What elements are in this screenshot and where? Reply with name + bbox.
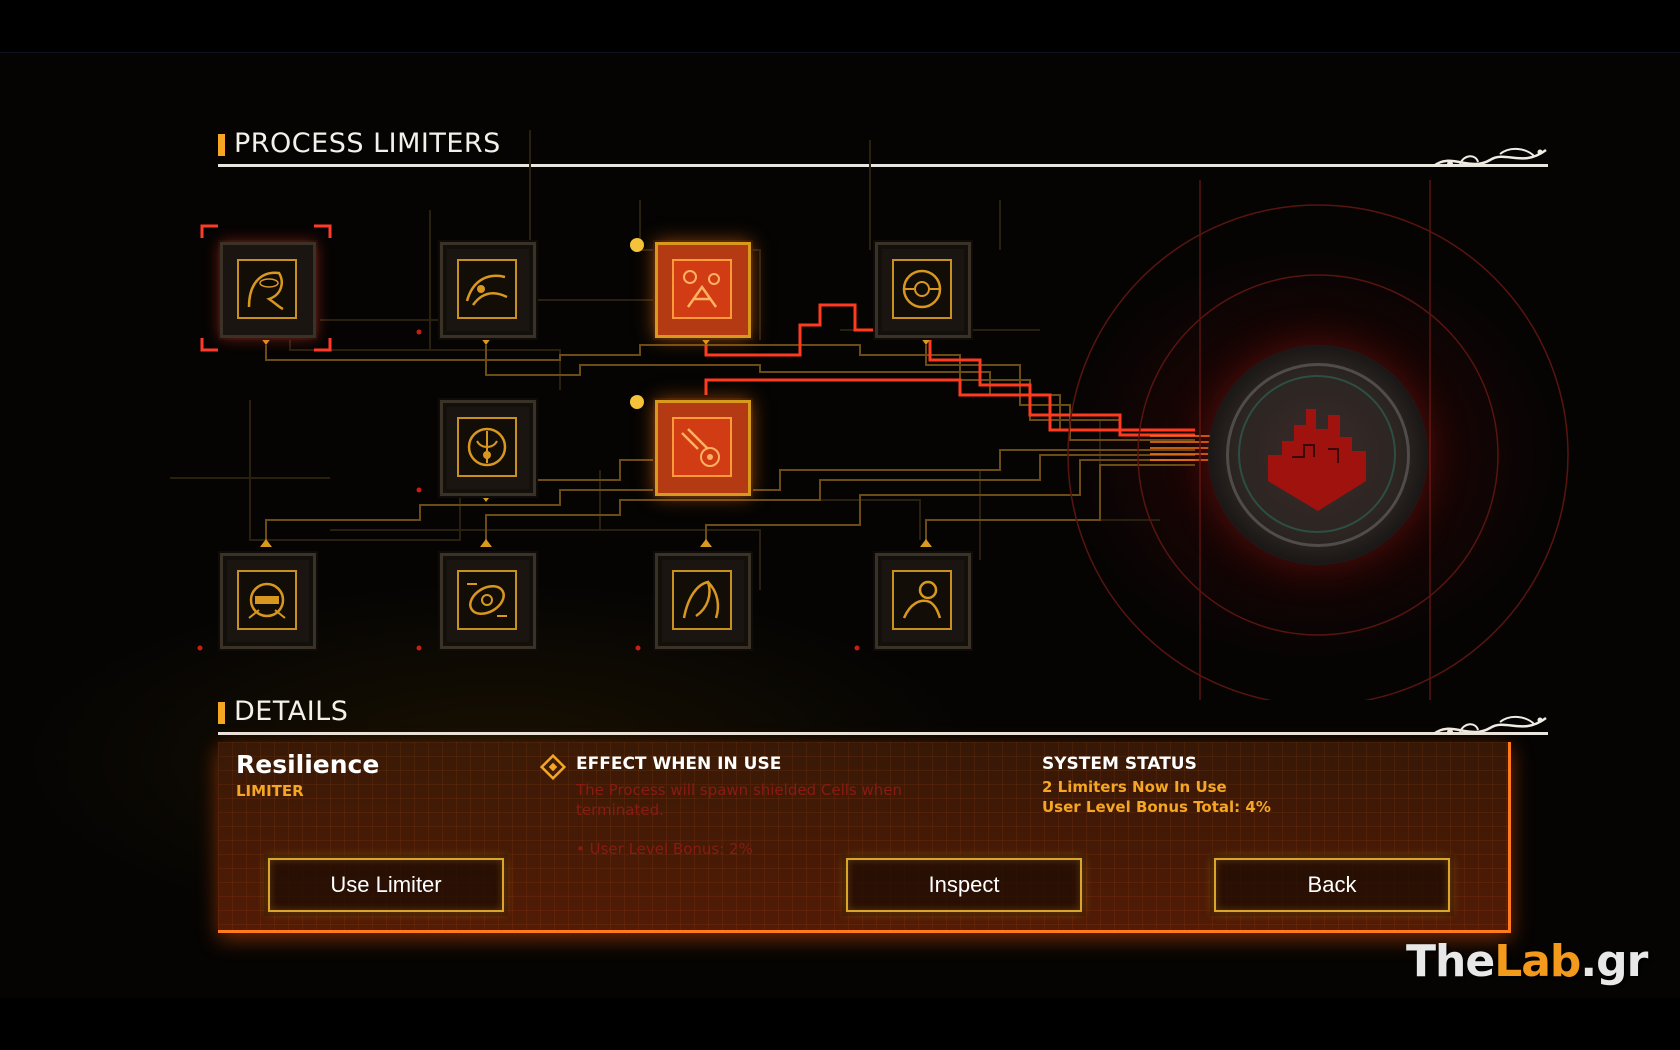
watermark-part-3: .gr (1580, 936, 1648, 987)
limiter-glyph-icon (672, 570, 732, 630)
limiter-glyph-icon (457, 417, 517, 477)
limiter-node-6[interactable] (655, 400, 751, 496)
core-halo (1067, 180, 1569, 700)
limiter-glyph-icon (892, 259, 952, 319)
item-name: Resilience (236, 750, 380, 779)
details-title: DETAILS (234, 696, 349, 727)
system-status-title: SYSTEM STATUS (1042, 754, 1197, 774)
details-header: DETAILS (218, 696, 1548, 736)
limiter-node-7[interactable] (220, 553, 316, 649)
status-limiters-in-use: 2 Limiters Now In Use (1042, 778, 1227, 796)
effect-diamond-icon (540, 754, 566, 780)
limiter-glyph-icon (237, 570, 297, 630)
header-accent-bar (218, 702, 225, 724)
core-ring (1226, 363, 1410, 547)
core-structure-icon (1268, 409, 1366, 511)
red-indicator-dots (197, 329, 860, 651)
letterbox-top (0, 0, 1680, 53)
limiter-glyph-icon (457, 570, 517, 630)
back-button[interactable]: Back (1214, 858, 1450, 912)
ornament-icon (1433, 148, 1547, 168)
limiter-glyph-icon (672, 417, 732, 477)
selection-brackets (200, 224, 332, 352)
watermark: TheLab.gr (1406, 936, 1648, 987)
item-type: LIMITER (236, 782, 304, 800)
process-core (1208, 345, 1428, 565)
limiter-node-9[interactable] (655, 553, 751, 649)
header-divider-line (218, 732, 1548, 735)
process-limiters-header: PROCESS LIMITERS (218, 128, 1548, 168)
inspect-button[interactable]: Inspect (846, 858, 1082, 912)
letterbox-bottom (0, 998, 1680, 1050)
limiter-node-5[interactable] (440, 400, 536, 496)
process-limiters-title: PROCESS LIMITERS (234, 128, 501, 159)
connector-arrows (260, 337, 932, 547)
core-inner-ring (1238, 375, 1396, 533)
header-divider-line (218, 164, 1548, 167)
status-level-bonus: User Level Bonus Total: 4% (1042, 798, 1271, 816)
limiter-node-8[interactable] (440, 553, 536, 649)
watermark-part-1: The (1406, 936, 1495, 987)
effect-bonus: • User Level Bonus: 2% (576, 840, 753, 858)
limiter-node-1[interactable] (220, 242, 316, 338)
limiter-node-2[interactable] (440, 242, 536, 338)
ornament-icon (1433, 716, 1547, 736)
limiter-glyph-icon (457, 259, 517, 319)
effect-description: The Process will spawn shielded Cells wh… (576, 781, 903, 819)
limiter-node-4[interactable] (875, 242, 971, 338)
limiter-node-10[interactable] (875, 553, 971, 649)
limiter-node-3[interactable] (655, 242, 751, 338)
circuit-traces (265, 344, 1195, 545)
limiter-glyph-icon (237, 259, 297, 319)
header-accent-bar (218, 134, 225, 156)
limiter-glyph-icon (892, 570, 952, 630)
limiter-glyph-icon (672, 259, 732, 319)
watermark-part-2: Lab (1494, 936, 1581, 987)
indicator-lights (630, 238, 644, 409)
use-limiter-button[interactable]: Use Limiter (268, 858, 504, 912)
effect-title: EFFECT WHEN IN USE (576, 754, 782, 774)
